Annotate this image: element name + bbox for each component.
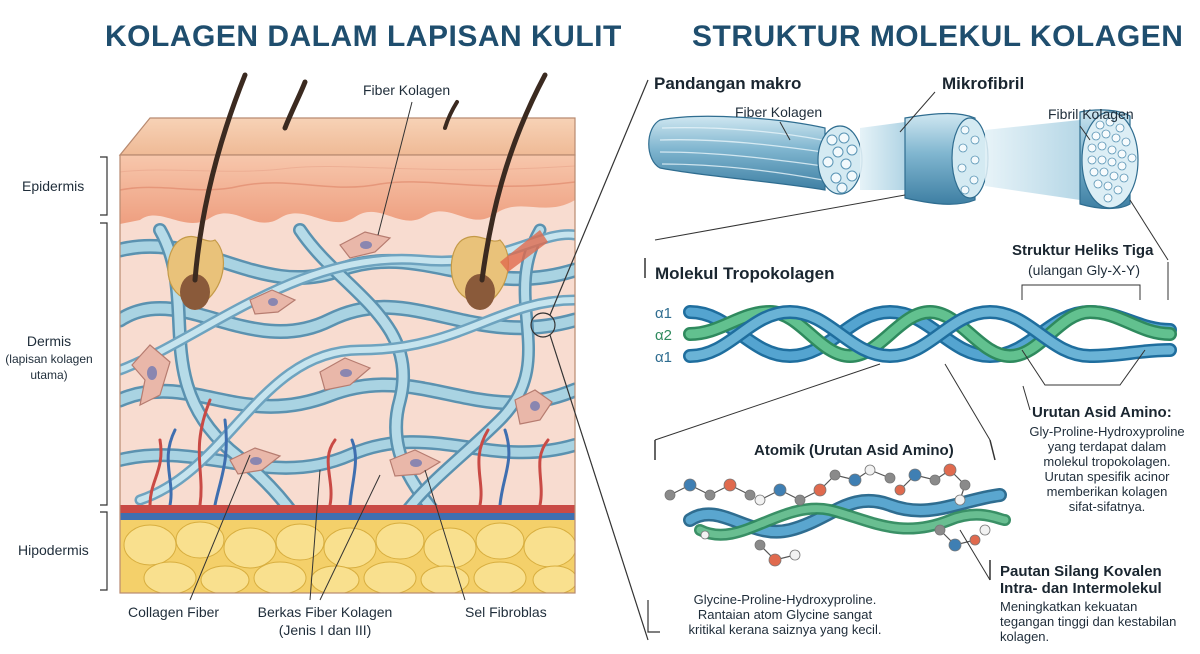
macro-heading: Pandangan makro: [654, 74, 802, 93]
helix-heading: Struktur Heliks Tiga: [1012, 242, 1154, 259]
dermis-sub-label-2: utama): [30, 368, 68, 382]
crosslink-line-1: Meningkatkan kekuatan: [1000, 599, 1138, 614]
crosslink-text: Meningkatkan kekuatan tegangan tinggi da…: [1000, 599, 1198, 644]
tropo-heading: Molekul Tropokolagen: [655, 264, 835, 283]
zoom-connectors: [549, 79, 649, 641]
left-title: KOLAGEN DALAM LAPISAN KULIT: [105, 20, 622, 53]
bundle-label-2: (Jenis I dan III): [278, 622, 372, 638]
atomic-text: Glycine-Proline-Hydroxyproline. Rantaian…: [670, 592, 900, 637]
helix-sub-label: (ulangan Gly-X-Y): [1028, 262, 1141, 278]
chain-label-2: α2: [655, 327, 672, 344]
triple-helix: [683, 304, 1177, 364]
macro-fiber: [648, 91, 1169, 261]
amino-line-3: molekul tropokolagen.: [1043, 454, 1171, 469]
helix-bracket: [1021, 262, 1169, 411]
microfibril-heading: Mikrofibril: [942, 74, 1025, 93]
skin-top-surface: [118, 117, 576, 156]
fibroblast-cells: [131, 231, 553, 477]
amino-line-5: memberikan kolagen: [1046, 484, 1168, 499]
atomic-line-1: Glycine-Proline-Hydroxyproline.: [693, 592, 877, 607]
atomic-model: [647, 363, 1011, 633]
skin-block: [118, 72, 576, 594]
amino-line-1: Gly-Proline-Hydroxyproline: [1029, 424, 1185, 439]
blood-vessels: [148, 398, 550, 507]
fiber-top-label: Fiber Kolagen: [363, 82, 451, 98]
amino-text: Gly-Proline-Hydroxyproline yang terdapat…: [1014, 424, 1200, 514]
epidermis-layer: [120, 155, 575, 224]
zoom-circle: [530, 312, 556, 338]
right-title: STRUKTUR MOLEKUL KOLAGEN: [692, 20, 1184, 53]
fibril-label: Fibril Kolagen: [1048, 106, 1134, 122]
crosslink-line-2: tegangan tinggi dan kestabilan: [1000, 614, 1177, 629]
macro-fiber-label: Fiber Kolagen: [735, 104, 823, 120]
chain-label-3: α1: [655, 349, 672, 366]
crosslink-heading-1: Pautan Silang Kovalen: [1000, 563, 1162, 580]
epidermis-label: Epidermis: [22, 178, 85, 194]
amino-line-4: Urutan spesifik acinor: [1044, 469, 1170, 484]
atomic-heading: Atomik (Urutan Asid Amino): [754, 442, 954, 459]
fibroblast-label: Sel Fibroblas: [465, 604, 547, 620]
bundle-label-1: Berkas Fiber Kolagen: [257, 604, 393, 620]
crosslink-line-3: kolagen.: [1000, 629, 1050, 644]
fat-cells: [123, 521, 575, 593]
chain-label-1: α1: [655, 305, 672, 322]
hair-follicles: [167, 72, 548, 310]
amino-heading: Urutan Asid Amino:: [1032, 404, 1172, 421]
amino-line-6: sifat-sifatnya.: [1068, 499, 1146, 514]
dermis-sub-label-1: (lapisan kolagen: [5, 352, 93, 366]
layer-brackets: [100, 156, 108, 591]
collagen-fiber-label: Collagen Fiber: [128, 604, 220, 620]
skin-leaders: [189, 101, 466, 601]
dermis-label: Dermis: [26, 333, 72, 349]
crosslink-heading-2: Intra- dan Intermolekul: [1000, 580, 1162, 597]
atomic-line-3: kritikal kerana saiznya yang kecil.: [688, 622, 882, 637]
amino-line-2: yang terdapat dalam: [1047, 439, 1167, 454]
atomic-line-2: Rantaian atom Glycine sangat: [697, 607, 873, 622]
hypodermis-label: Hipodermis: [18, 542, 89, 558]
